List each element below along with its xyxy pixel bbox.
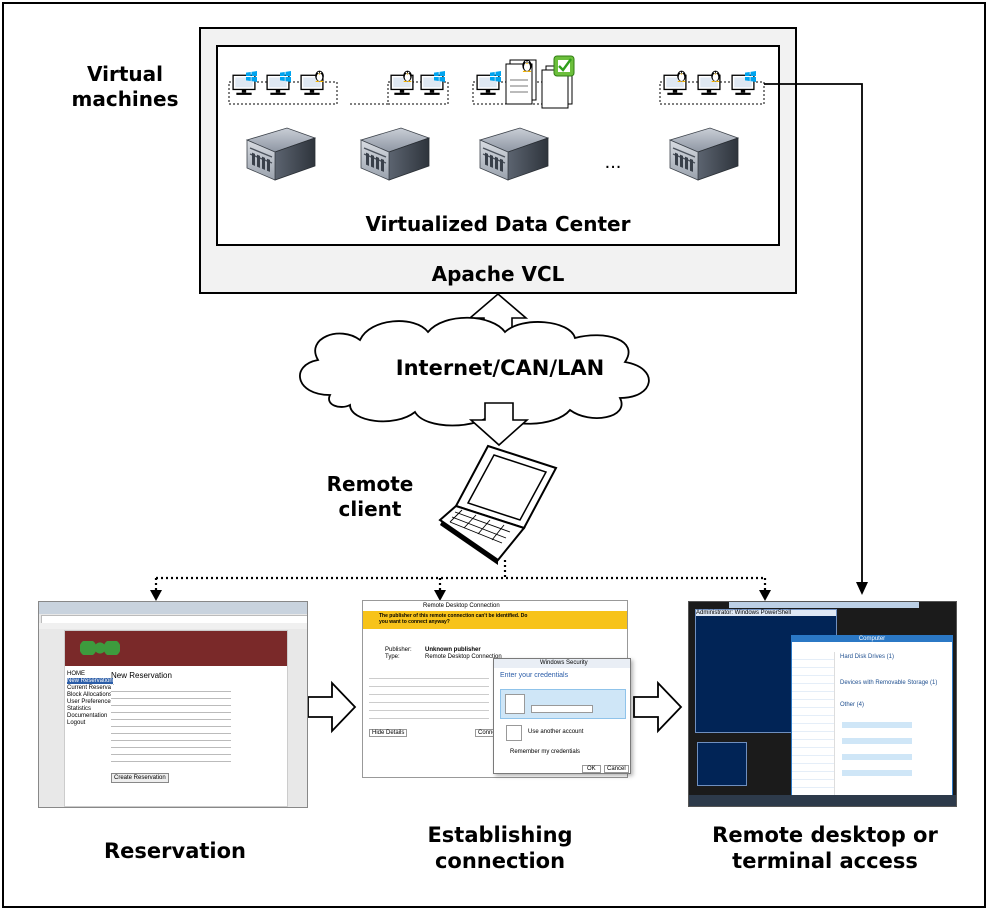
arrowhead-establishing [434,590,446,601]
publisher-value: Unknown publisher [425,647,481,653]
hide-details-button[interactable]: Hide Details [369,729,408,737]
nav-item[interactable]: HOME [67,671,85,677]
publisher-label: Publisher: [385,647,412,653]
warning-text: The publisher of this remote connection … [379,613,528,625]
remote-desktop-screenshot: Administrator: Windows PowerShell Comput… [688,601,957,807]
nav-item[interactable]: Current Reservations [67,685,124,691]
minimized-window [697,742,747,786]
nav-item[interactable]: Documentation [67,713,108,719]
other-avatar-icon [506,725,522,741]
warning-bar [363,611,627,629]
vm-group-1 [228,70,338,105]
security-title: Windows Security [540,660,588,666]
password-field[interactable] [531,705,593,713]
type-label: Type: [385,654,400,660]
explorer-sidebar [792,652,835,796]
ellipsis-label: ... [605,151,622,173]
arrowhead-reservation [150,590,162,601]
arrowhead-remote [759,590,771,601]
vm-group-2 [350,70,449,105]
section-other: Other (4) [840,702,865,708]
ok-button[interactable]: OK [582,765,601,773]
reservation-screenshot: HOME New Reservation Current Reservation… [38,601,308,808]
nav-item[interactable]: Block Allocations [67,692,113,698]
section-removable: Devices with Removable Storage (1) [840,680,938,686]
dotted-connector [154,560,767,592]
type-value: Remote Desktop Connection [425,654,502,660]
security-titlebar [494,659,630,668]
arrow-to-remote [633,680,683,734]
form-lines [111,685,231,765]
server-icon-1 [246,127,316,181]
options-lines [369,671,489,721]
laptop-icon [438,444,558,565]
network-label: Internet/CAN/LAN [395,356,605,380]
create-reservation-button[interactable]: Create Reservation [111,773,169,783]
drive-items [842,712,912,782]
establishing-label: Establishing connection [427,823,573,874]
nav-item[interactable]: New Reservation [67,678,113,684]
user-avatar-icon [505,694,525,714]
data-center-label: Virtualized Data Center [365,212,631,236]
cloud-icon [299,316,650,427]
cancel-button[interactable]: Cancel [604,765,629,773]
explorer-title: Computer [792,636,952,642]
bookmarks-bar [39,623,307,629]
server-icon-4 [669,127,739,181]
nav-item[interactable]: Statistics [67,706,92,712]
section-hdd: Hard Disk Drives (1) [840,654,895,660]
virtual-machines-label: Virtual machines [71,62,179,111]
remote-desktop-label: Remote desktop or terminal access [712,823,938,874]
apache-vcl-label: Apache VCL [431,262,565,286]
other-account-link[interactable]: Use another account [528,729,584,735]
server-icon-2 [360,127,430,181]
remember-checkbox[interactable]: Remember my credentials [510,749,581,755]
arrow-to-establishing [307,680,357,734]
vcl-banner [65,631,287,666]
page-heading: New Reservation [111,671,172,680]
browser-tabs [39,602,307,614]
document-check-icon [541,55,575,109]
reservation-label: Reservation [104,839,246,863]
windows-security-dialog: Windows Security Enter your credentials … [493,658,631,774]
powershell-title: Administrator: Windows PowerShell [696,610,836,616]
arrow-cloud-down [468,402,530,447]
nav-item[interactable]: User Preferences [67,699,114,705]
vm-group-4 [659,70,765,105]
vcl-logo [80,641,120,655]
document-icon [505,59,537,105]
taskbar [689,795,956,806]
server-icon-3 [479,127,549,181]
credentials-heading: Enter your credentials [500,672,569,679]
explorer-window: Computer Hard Disk Drives (1) Devices wi… [791,635,953,797]
rdp-bar [729,602,919,608]
remote-client-label: Remote client [326,472,414,521]
nav-menu: HOME New Reservation Current Reservation… [67,671,124,731]
nav-item[interactable]: Logout [67,720,86,726]
vm-group-3 [472,55,575,109]
vm-to-desktop-line [764,83,868,595]
page-body: HOME New Reservation Current Reservation… [64,630,288,807]
account-tile[interactable] [500,689,626,719]
rdc-title: Remote Desktop Connection [423,603,500,609]
